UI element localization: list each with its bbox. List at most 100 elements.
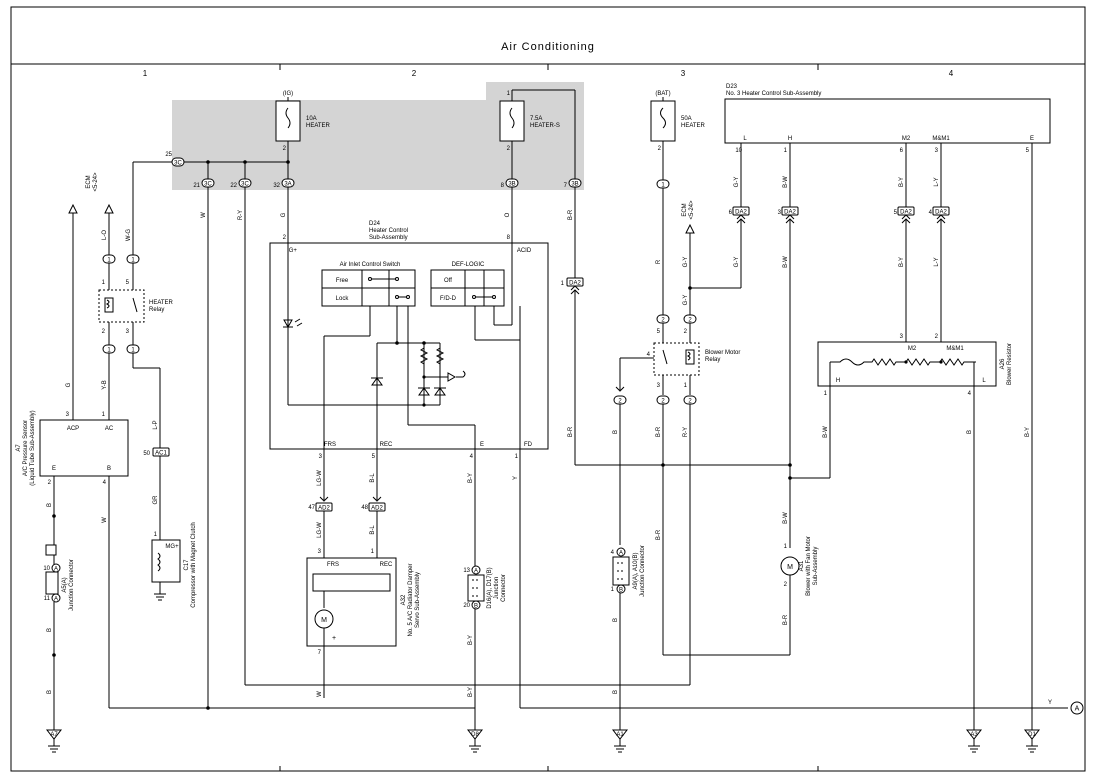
svg-text:B-R: B-R — [656, 426, 662, 437]
svg-text:8: 8 — [507, 235, 511, 241]
svg-text:Y: Y — [1048, 700, 1052, 706]
svg-text:10: 10 — [43, 566, 50, 572]
blower-resistor-a26: 3 2 M2 M&M1 H L 1 4 A26 Blower Resistor — [817, 334, 1013, 397]
svg-text:3C: 3C — [204, 182, 212, 188]
svg-text:2: 2 — [784, 582, 788, 588]
svg-text:B: B — [619, 588, 623, 594]
svg-text:B-Y: B-Y — [1025, 427, 1031, 437]
svg-text:C17: C17 — [184, 559, 190, 571]
svg-text:3C: 3C — [174, 161, 182, 167]
connector-3c-25: 25 3C — [165, 152, 185, 167]
svg-text:IG+: IG+ — [287, 248, 297, 254]
svg-text:Sub-Assembly: Sub-Assembly — [813, 547, 819, 586]
svg-text:Free: Free — [336, 278, 349, 284]
compressor-c17: 1 MG+ C17 Compressor with Magnet Clutch — [151, 522, 197, 608]
svg-text:Servo Sub-Assembly: Servo Sub-Assembly — [415, 572, 421, 628]
svg-text:MG+: MG+ — [165, 544, 179, 550]
svg-text:Y-B: Y-B — [102, 380, 108, 389]
connector-circle-a: A — [1070, 701, 1084, 715]
svg-text:<5-24>: <5-24> — [93, 172, 99, 192]
ground-a1: A1 — [611, 729, 629, 753]
svg-text:4: 4 — [929, 210, 933, 216]
svg-text:3: 3 — [935, 148, 939, 154]
svg-text:ACID: ACID — [517, 248, 532, 254]
svg-text:Junction: Junction — [494, 577, 500, 599]
a32-damper-servo: 3 1 FRS REC M + 7 A32 No. 5 A/C Radiator… — [306, 549, 421, 698]
svg-text:AC1: AC1 — [155, 451, 167, 457]
svg-text:2: 2 — [283, 235, 287, 241]
svg-text:AD2: AD2 — [318, 506, 330, 512]
svg-text:22: 22 — [230, 183, 237, 189]
svg-text:21: 21 — [193, 183, 200, 189]
svg-text:1: 1 — [107, 258, 111, 264]
svg-text:<5-24>: <5-24> — [689, 200, 695, 220]
svg-text:1: 1 — [102, 412, 106, 418]
svg-text:M&M1: M&M1 — [946, 346, 964, 352]
junction-block-shade — [172, 100, 488, 190]
ground-a3: A3 — [965, 729, 983, 753]
svg-text:No. 3 Heater Control Sub-Assem: No. 3 Heater Control Sub-Assembly — [726, 91, 821, 97]
svg-text:G: G — [66, 382, 72, 387]
svg-text:3A: 3A — [284, 182, 291, 188]
svg-text:4: 4 — [968, 391, 972, 397]
svg-text:B: B — [613, 690, 619, 694]
fuse-10a-source: (IG) — [283, 91, 293, 97]
svg-text:W: W — [102, 517, 108, 523]
svg-text:D24: D24 — [369, 221, 381, 227]
svg-text:DA2: DA2 — [935, 210, 947, 216]
svg-text:8: 8 — [501, 183, 505, 189]
ecm-left: ECM <5-24> L-O G — [66, 172, 114, 410]
svg-text:1: 1 — [131, 258, 135, 264]
svg-text:G-Y: G-Y — [683, 257, 689, 268]
svg-text:A: A — [474, 569, 478, 575]
svg-text:Y: Y — [513, 476, 519, 480]
svg-text:B: B — [47, 503, 53, 507]
svg-text:B: B — [107, 466, 111, 472]
svg-text:1: 1 — [611, 587, 615, 593]
svg-text:L-Y: L-Y — [934, 177, 940, 186]
svg-text:B-L: B-L — [370, 525, 376, 535]
svg-text:1: 1 — [824, 391, 828, 397]
svg-text:G: G — [281, 212, 287, 217]
svg-text:2: 2 — [935, 334, 939, 340]
svg-text:G-Y: G-Y — [683, 295, 689, 306]
svg-text:1: 1 — [102, 280, 106, 286]
svg-text:E: E — [52, 466, 56, 472]
svg-text:B: B — [613, 618, 619, 622]
svg-text:B-Y: B-Y — [468, 635, 474, 645]
svg-text:3: 3 — [900, 334, 904, 340]
svg-text:1: 1 — [684, 383, 688, 389]
svg-text:A/C Pressure Sensor: A/C Pressure Sensor — [23, 420, 29, 476]
svg-text:M2: M2 — [902, 136, 911, 142]
svg-text:B-W: B-W — [783, 512, 789, 524]
ecm-right: ECM <5-24> G-Y G-Y — [682, 200, 695, 315]
svg-text:1: 1 — [371, 549, 375, 555]
svg-text:7: 7 — [318, 650, 322, 656]
svg-text:50: 50 — [143, 451, 150, 457]
svg-text:3: 3 — [126, 329, 130, 335]
svg-text:Connector: Connector — [501, 574, 507, 602]
svg-text:A26: A26 — [1000, 358, 1006, 369]
svg-text:13: 13 — [463, 568, 470, 574]
fuse-7-5a-pin-bottom: 2 — [507, 146, 511, 152]
svg-text:L-P: L-P — [153, 420, 159, 429]
connector-da2-4: 4 DA2 — [929, 206, 950, 224]
svg-text:B-R: B-R — [783, 614, 789, 625]
svg-text:Heater Control: Heater Control — [369, 228, 408, 234]
svg-text:2: 2 — [661, 318, 665, 324]
svg-text:B: B — [47, 628, 53, 632]
svg-text:2: 2 — [688, 399, 692, 405]
svg-text:A: A — [54, 597, 58, 603]
fuse-50a-pin: 2 — [658, 146, 662, 152]
svg-text:REC: REC — [380, 562, 393, 568]
svg-text:E: E — [480, 442, 484, 448]
svg-text:B-R: B-R — [568, 209, 574, 220]
svg-text:1: 1 — [661, 183, 665, 189]
svg-text:Lock: Lock — [336, 296, 350, 302]
junction-connector-a5: A A 10 11 A5(A) Junction Connector — [43, 544, 75, 611]
svg-text:D23: D23 — [726, 84, 738, 90]
